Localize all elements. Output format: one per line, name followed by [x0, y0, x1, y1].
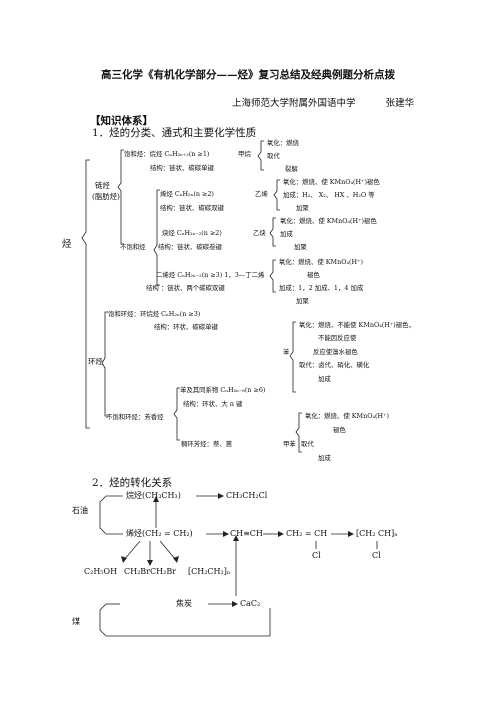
alkane-struct: 结构：链状、碳碳单键 [150, 164, 214, 172]
ethanol-node: C₂H₅OH [84, 567, 118, 576]
aromatic-struct: 结构：环状、大 π 键 [183, 400, 243, 408]
alkene-struct: 结构：链状、碳碳双键 [160, 204, 224, 212]
alkyne-prop-3: 加聚 [294, 243, 307, 251]
alkene-rep: 乙烯 [255, 190, 268, 198]
alkyne-formula: 炔烃 CₙH₂ₙ₋₂(n ≥2) [162, 229, 222, 237]
chain-label: 链烃 [95, 181, 110, 190]
coal-label: 煤 [72, 617, 80, 626]
diene-struct: 结构 ：链状、两个碳碳双键 [146, 284, 225, 292]
diene-prop-1: 氧化：燃烧、使 KMnO₄(H⁺) [279, 258, 363, 266]
polyethylene-node: [CH₂CH₂]ₙ [188, 567, 231, 576]
aromatic-formula: 苯及其同系物 CₙH₂ₙ₋₆(n ≥6) [180, 386, 266, 394]
carbide-node: CaC₂ [240, 599, 261, 608]
benzene-prop-2: 不能因反应使 [318, 334, 357, 342]
brace-root [81, 159, 90, 429]
author-line: 上海师范大学附属外国语中学 张建华 [232, 99, 414, 109]
brace-alkane-props [257, 140, 264, 171]
alkyne-struct: 结构：链状、碳碳叁键 [158, 243, 222, 251]
alkyne-prop-2: 加成 [280, 230, 293, 238]
toluene-prop-3: 取代 [301, 440, 314, 448]
acetylene-node: CH≡CH [230, 529, 263, 538]
brace-coal [99, 603, 107, 637]
diene-prop-4: 加聚 [296, 297, 309, 305]
brace-toluene-props [295, 412, 302, 453]
cycloalkane-formula: 饱和环烃：环烷烃 CₙH₂ₙ(n ≥3) [108, 310, 201, 318]
alkane-rep: 甲烷 [238, 150, 251, 158]
pvc-node: [CH₂ CH]ₙ [356, 529, 398, 538]
cycloalkane-struct: 结构：环状、碳碳单键 [154, 323, 218, 331]
brace-alkyne-props [269, 217, 276, 247]
alkene-prop-3: 加聚 [296, 204, 309, 212]
benzene-rep: 苯 [283, 348, 290, 356]
dibromo-node: CH₂BrCH₂Br [124, 567, 177, 576]
alkyne-rep: 乙炔 [253, 229, 266, 237]
unsat-label: 不饱和烃 [120, 243, 146, 251]
aromatic-unsat: 不饱和环烃：芳香烃 [106, 413, 164, 421]
diene-formula: 二烯烃 CₙH₂ₙ₋₂(n ≥3) 1，3—丁二烯 [156, 271, 265, 279]
alkene-node: 烯烃(CH₂ = CH₂) [126, 529, 193, 538]
benzene-prop-1: 氧化：燃烧、不能使 KMnO₄(H⁺)褪色， [299, 321, 415, 329]
vinyl-chloride-node: CH₂ = CH [286, 529, 328, 538]
chain-sublabel: (脂肪烃) [92, 192, 120, 201]
toluene-prop-4: 加成 [318, 454, 331, 462]
aromatic-fused: 稠环芳烃：萘、蒽 [181, 440, 233, 448]
section-heading: 【知识体系】 [90, 115, 153, 127]
diene-prop-3: 加成：1，2 加成、1，4 加成 [279, 284, 364, 292]
author-school: 上海师范大学附属外国语中学 [232, 98, 356, 109]
diene-prop-2: 褪色 [307, 271, 320, 279]
author-name: 张建华 [385, 98, 415, 109]
alkane-prop-1: 氧化：燃烧 [267, 139, 299, 147]
chloroethane-node: CH₃CH₂Cl [226, 491, 268, 500]
pvc-cl: Cl [372, 551, 381, 560]
alkane-node: 烷烃(CH₃CH₃) [126, 491, 181, 500]
alkene-prop-2: 加成：H₂、 X₂、 HX 、H₂O 等 [283, 191, 375, 199]
part2-heading: 2．烃的转化关系 [92, 477, 173, 489]
benzene-prop-3: 反应使溴水褪色 [313, 348, 358, 356]
brace-aromatic [173, 387, 180, 441]
vinyl-chloride-cl: Cl [312, 551, 321, 560]
part1-heading: 1．烃的分类、通式和主要化学性质 [92, 127, 257, 139]
brace-unsat-chain [153, 189, 160, 286]
brace-benzene-props [289, 321, 296, 393]
toluene-prop-1: 氧化：燃烧、使 KMnO₄(H⁺) [305, 412, 389, 420]
alkene-formula: 烯烃 CₙH₂ₙ(n ≥2) [160, 190, 214, 198]
alkane-prop-3: 裂解 [285, 165, 298, 173]
alkene-prop-1: 氧化：燃烧、使 KMnO₄(H⁺)褪色 [283, 178, 380, 186]
brace-diene-props [269, 259, 276, 293]
toluene-rep: 甲苯 [283, 440, 296, 448]
brace-petroleum [99, 495, 107, 535]
benzene-prop-4: 取代：卤代、硝化、磺化 [299, 361, 370, 369]
brace-ring [101, 311, 108, 417]
alkyne-prop-1: 氧化：燃烧、使 KMnO₄(H⁺)褪色 [280, 217, 377, 225]
brace-alkene-props [273, 179, 280, 211]
alkane-formula: 饱和烃：烷烃 CₙH₂ₙ₊₂(n ≥1) [124, 150, 210, 158]
ring-label: 环烃 [88, 357, 103, 366]
petroleum-label: 石油 [72, 506, 88, 515]
alkane-prop-2: 取代 [267, 152, 280, 160]
toluene-prop-2: 褪色 [333, 426, 346, 434]
coke-node: 焦炭 [176, 599, 192, 608]
page-title: 高三化学《有机化学部分——烃》复习总结及经典例题分析点拨 [101, 69, 395, 81]
brace-chain [117, 149, 124, 245]
root-label: 烃 [62, 239, 72, 250]
benzene-prop-5: 加成 [318, 375, 331, 383]
